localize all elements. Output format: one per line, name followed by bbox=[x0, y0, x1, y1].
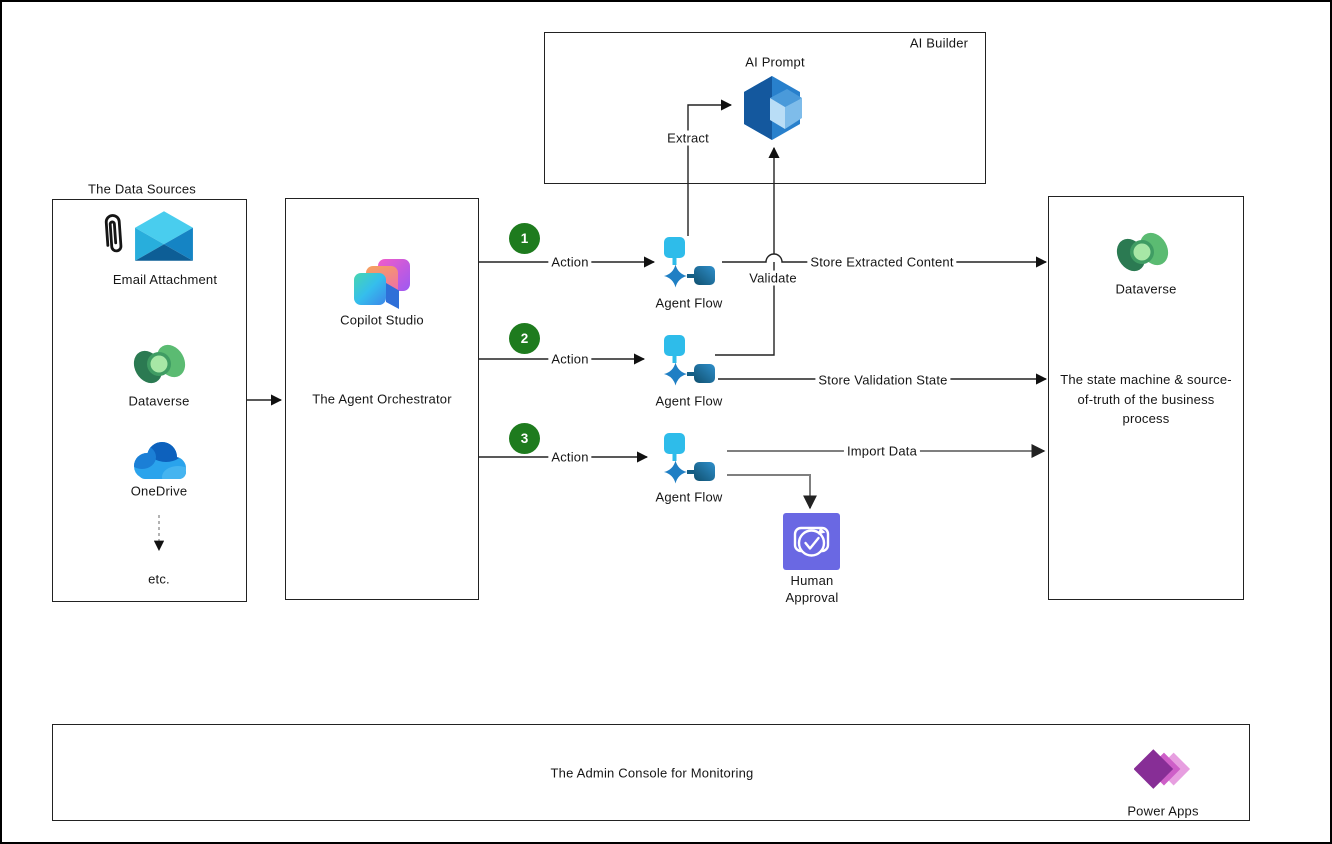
action-2-label: Action bbox=[548, 351, 592, 367]
agent-flow-1-label: Agent Flow bbox=[655, 295, 723, 311]
orchestrator-caption: The Agent Orchestrator bbox=[312, 391, 452, 407]
data-sources-box bbox=[52, 199, 247, 602]
dataverse-store-label: Dataverse bbox=[1115, 281, 1177, 297]
validate-label: Validate bbox=[746, 270, 800, 286]
extract-label: Extract bbox=[664, 130, 712, 146]
copilot-studio-label: Copilot Studio bbox=[340, 312, 424, 328]
agent-flow-3-icon bbox=[664, 433, 715, 484]
line-hop-mask bbox=[766, 254, 782, 262]
ai-builder-title: AI Builder bbox=[909, 35, 969, 51]
dataverse-store-icon bbox=[1116, 232, 1169, 272]
arrow-validate bbox=[715, 146, 780, 356]
onedrive-icon bbox=[134, 442, 186, 479]
state-store-box bbox=[1048, 196, 1244, 600]
agent-flow-3-label: Agent Flow bbox=[655, 489, 723, 505]
ai-prompt-label: AI Prompt bbox=[745, 54, 805, 70]
data-sources-title: The Data Sources bbox=[88, 181, 196, 197]
action-3-label: Action bbox=[548, 449, 592, 465]
paperclip-icon bbox=[104, 214, 123, 253]
agent-flow-2-label: Agent Flow bbox=[655, 393, 723, 409]
step-3-number: 3 bbox=[520, 431, 529, 446]
admin-console-box bbox=[52, 724, 1250, 821]
state-store-caption: The state machine & source-of-truth of t… bbox=[1060, 372, 1232, 426]
power-apps-icon bbox=[1134, 749, 1191, 789]
arrow-extract bbox=[687, 99, 733, 236]
admin-console-caption: The Admin Console for Monitoring bbox=[550, 765, 754, 781]
human-approval-label: Human Approval bbox=[785, 573, 839, 605]
store-extracted-content-label: Store Extracted Content bbox=[807, 254, 957, 270]
store-validation-state-label: Store Validation State bbox=[815, 372, 951, 388]
arrow-store-extracted-content bbox=[722, 253, 1048, 268]
agent-flow-1-icon bbox=[664, 237, 715, 288]
email-icon bbox=[135, 211, 193, 261]
email-attachment-label: Email Attachment bbox=[112, 272, 218, 287]
step-1-badge: 1 bbox=[509, 223, 540, 254]
dataverse-source-label: Dataverse bbox=[128, 393, 190, 409]
arrow-to-human-approval bbox=[727, 474, 817, 510]
etc-label: etc. bbox=[148, 571, 170, 587]
step-3-badge: 3 bbox=[509, 423, 540, 454]
step-2-number: 2 bbox=[520, 331, 529, 346]
human-approval-icon bbox=[783, 513, 840, 570]
copilot-studio-icon bbox=[354, 259, 410, 309]
dataverse-icon bbox=[133, 344, 186, 384]
onedrive-label: OneDrive bbox=[130, 483, 188, 499]
agent-flow-2-icon bbox=[664, 335, 715, 386]
action-1-label: Action bbox=[548, 254, 592, 270]
power-apps-label: Power Apps bbox=[1127, 803, 1199, 819]
step-1-number: 1 bbox=[520, 231, 529, 246]
ai-prompt-icon bbox=[744, 76, 802, 140]
step-2-badge: 2 bbox=[509, 323, 540, 354]
import-data-label: Import Data bbox=[843, 443, 921, 459]
